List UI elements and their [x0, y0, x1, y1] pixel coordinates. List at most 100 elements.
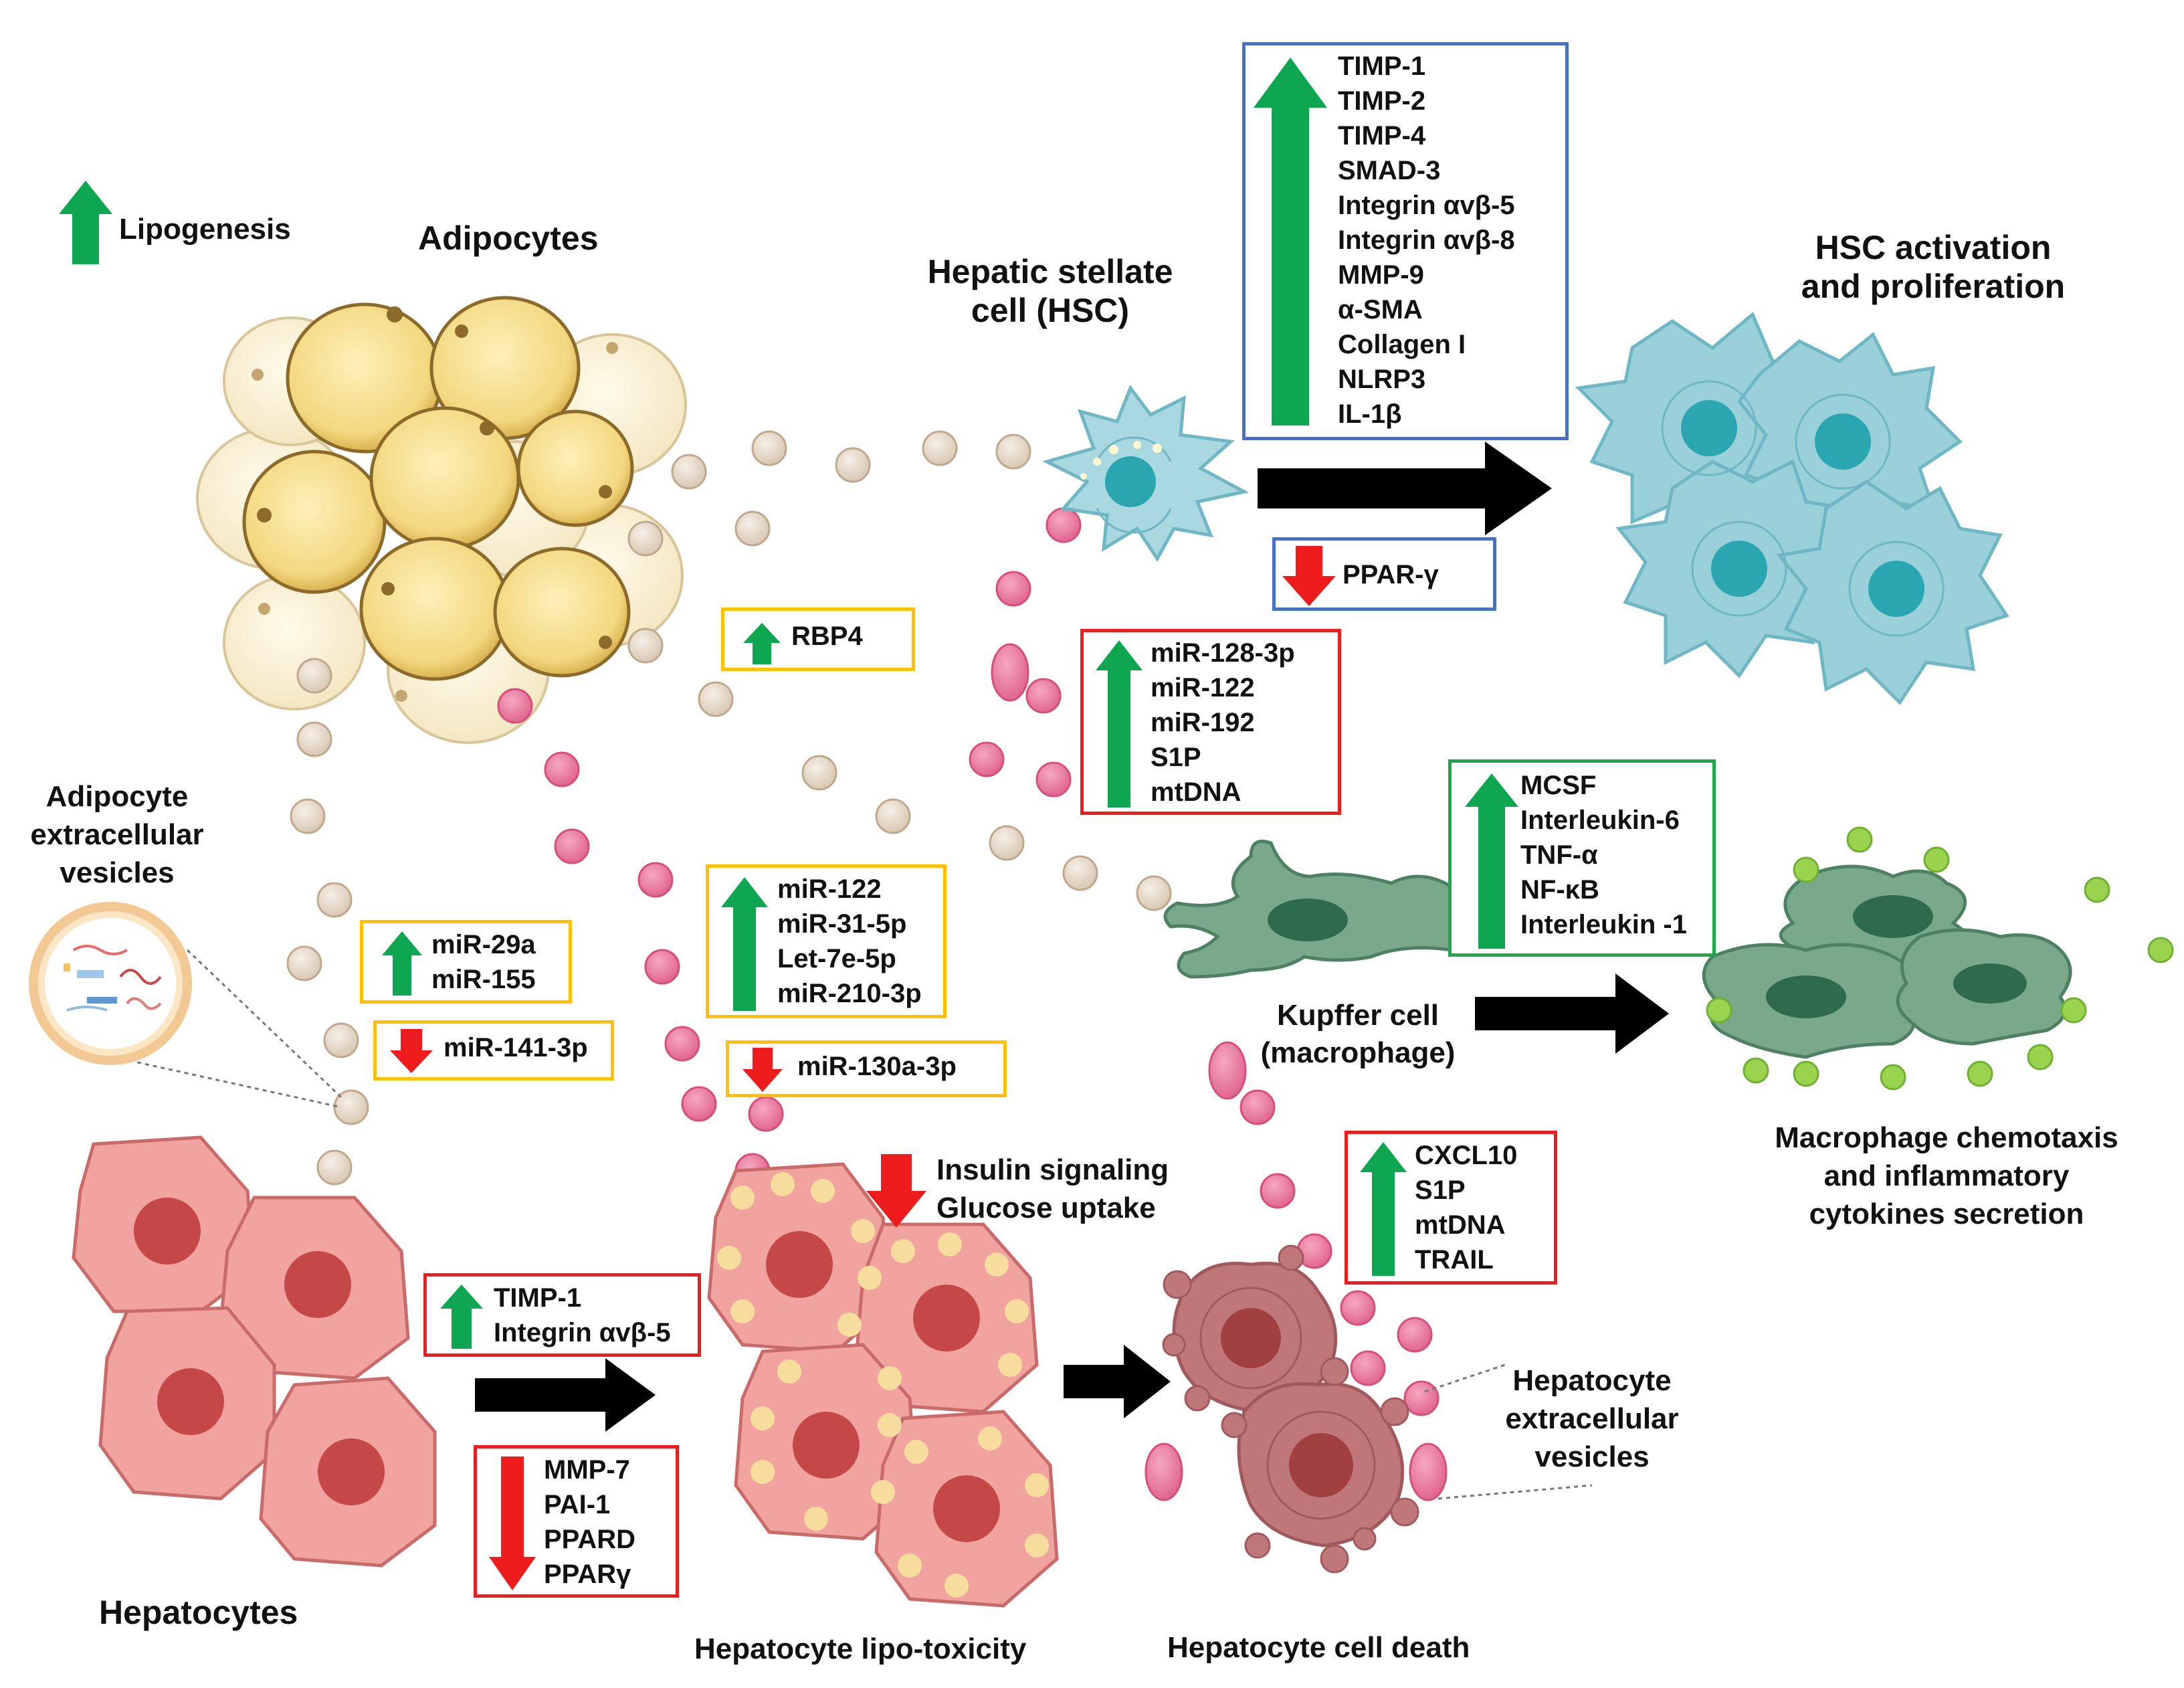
hsc-label-line1: Hepatic stellate [927, 253, 1173, 290]
lipotoxicity-label: Hepatocyte lipo-toxicity [694, 1632, 1027, 1665]
adipocyte-mir-up-item: miR-29a [431, 930, 536, 959]
hsc-up-item: Integrin αvβ-8 [1338, 225, 1515, 255]
kupffer-label: Kupffer cell (macrophage) [1237, 997, 1478, 1072]
hepatocyte-ev-line3: vesicles [1534, 1440, 1650, 1473]
macrophage-line2: and inflammatory [1823, 1159, 2070, 1192]
activated-hsc-er [1661, 380, 1945, 637]
hepatocyte-down-item: PPARγ [544, 1560, 631, 1589]
hepatocyte-up-item: TIMP-1 [494, 1283, 582, 1313]
hepatocyte-ev-item: mtDNA [1151, 777, 1242, 807]
hsc-up-arrow-icon [1254, 58, 1327, 426]
kupffer-upregulated-box: MCSF Interleukin-6 TNF-α NF-κB Interleuk… [1448, 759, 1716, 957]
adipocyte-mir-up-box: miR-29a miR-155 [360, 920, 572, 1004]
mirna-up-item: miR-210-3p [777, 979, 922, 1008]
hsc-up-item: α-SMA [1338, 295, 1423, 324]
kupffer-up-item: MCSF [1520, 771, 1597, 800]
adipocyte-ev-line2: extracellular [30, 818, 204, 851]
insulin-down-arrow-icon [866, 1154, 926, 1228]
insulin-label: Insulin signaling Glucose uptake [936, 1151, 1169, 1227]
hsc-activation-line1: HSC activation [1815, 229, 2052, 266]
rbp4-box: RBP4 [721, 607, 915, 671]
macrophage-line1: Macrophage chemotaxis [1775, 1121, 2118, 1154]
hepatocyte-ev-line1: Hepatocyte [1512, 1364, 1672, 1397]
lipotoxic-hepatocyte-nuclei [766, 1231, 1000, 1542]
cell-death-up-item: S1P [1415, 1176, 1466, 1205]
adipocyte-ev-line3: vesicles [60, 856, 175, 889]
hsc-up-item: MMP-9 [1338, 260, 1424, 290]
mirna-down-box: miR-130a-3p [726, 1040, 1007, 1097]
adipocytes-label: Adipocytes [418, 219, 599, 257]
hsc-activation-label: HSC activation and proliferation [1726, 229, 2141, 306]
adipocyte-mir-down-item: miR-141-3p [443, 1033, 588, 1062]
kupffer-line2: (macrophage) [1260, 1036, 1456, 1069]
hsc-label-line2: cell (HSC) [971, 291, 1130, 329]
hepatocyte-down-arrow-icon [489, 1457, 536, 1590]
apoptotic-bodies [1162, 1244, 1419, 1574]
insulin-line2: Glucose uptake [936, 1192, 1156, 1224]
insulin-line1: Insulin signaling [936, 1153, 1169, 1186]
cell-death-arrow-icon [1064, 1345, 1171, 1418]
adipocyte-ev-magnified [29, 902, 342, 1109]
hepatocyte-ev-item: miR-122 [1151, 673, 1255, 702]
hepatocyte-up-arrow-icon [440, 1285, 483, 1349]
hsc-label: Hepatic stellate cell (HSC) [896, 253, 1204, 330]
hepatocyte-up-item: Integrin αvβ-5 [494, 1318, 671, 1347]
hsc-up-item: SMAD-3 [1338, 156, 1441, 185]
hepatocyte-up-box: TIMP-1 Integrin αvβ-5 [423, 1273, 701, 1357]
hsc-downregulated-box: PPAR-γ [1272, 537, 1496, 611]
hsc-up-item: TIMP-2 [1338, 86, 1426, 116]
healthy-hepatocytes [72, 1135, 437, 1568]
mirna-up-item: miR-31-5p [777, 909, 907, 939]
macrophage-nuclei [1766, 895, 2027, 1018]
lipogenesis-up-arrow-icon [59, 181, 112, 264]
hsc-up-item: IL-1β [1338, 399, 1402, 429]
hsc-up-item: NLRP3 [1338, 365, 1426, 394]
kupffer-activation-arrow-icon [1475, 973, 1669, 1054]
hsc-upregulated-box: TIMP-1 TIMP-2 TIMP-4 SMAD-3 Integrin αvβ… [1242, 42, 1569, 440]
mirna-up-item: Let-7e-5p [777, 944, 896, 973]
macrophage-label: Macrophage chemotaxis and inflammatory c… [1739, 1119, 2154, 1233]
rbp4-item: RBP4 [791, 622, 863, 651]
mirna-up-arrow-icon [721, 877, 768, 1011]
lipotoxicity-arrow-icon [475, 1358, 656, 1432]
hepatocyte-ev-item: S1P [1151, 743, 1201, 772]
hepatocyte-down-item: MMP-7 [544, 1455, 630, 1485]
activated-hsc-nuclei [1681, 400, 1924, 617]
adipocyte-mir-down-arrow-icon [390, 1029, 433, 1073]
macrophage-line3: cytokines secretion [1809, 1198, 2084, 1230]
hepatocyte-ev-up-arrow-icon [1096, 640, 1143, 808]
kupffer-up-item: TNF-α [1520, 840, 1598, 870]
lipid-droplets [717, 1172, 1049, 1598]
adipocyte-ev-line1: Adipocyte [45, 780, 189, 813]
hepatocyte-down-box: MMP-7 PAI-1 PPARD PPARγ [474, 1445, 679, 1598]
mirna-down-item: miR-130a-3p [797, 1052, 957, 1081]
hepatocyte-ev-item: miR-128-3p [1151, 638, 1295, 668]
mirna-up-box: miR-122 miR-31-5p Let-7e-5p miR-210-3p [706, 864, 947, 1018]
kupffer-up-item: Interleukin-6 [1520, 806, 1680, 835]
kupffer-cell [1163, 840, 1466, 979]
hsc-up-item: Integrin αvβ-5 [1338, 191, 1515, 220]
hepatic-stellate-cell [1042, 384, 1250, 562]
hsc-down-arrow-icon [1282, 546, 1336, 606]
cell-death-up-item: mtDNA [1415, 1210, 1506, 1240]
kupffer-line1: Kupffer cell [1276, 999, 1440, 1032]
hsc-up-item: Collagen I [1338, 330, 1466, 359]
mirna-up-item: miR-122 [777, 874, 882, 904]
dying-hepatocytes [1172, 1261, 1405, 1548]
hepatocytes-label: Hepatocytes [99, 1594, 298, 1631]
cell-death-up-box: CXCL10 S1P mtDNA TRAIL [1345, 1131, 1557, 1285]
hepatocyte-vesicles [497, 507, 1448, 1501]
hsc-down-item: PPAR-γ [1343, 560, 1439, 589]
hsc-activation-arrow-icon [1258, 442, 1552, 535]
mirna-down-arrow-icon [742, 1048, 783, 1092]
activated-hsc-cluster [1575, 311, 2009, 705]
kupffer-up-arrow-icon [1465, 773, 1518, 949]
adipocyte-mir-up-item: miR-155 [431, 965, 536, 994]
rbp4-up-arrow-icon [743, 623, 781, 664]
hsc-up-item: TIMP-4 [1338, 121, 1426, 151]
hsc-activation-line2: and proliferation [1801, 267, 2066, 305]
lipogenesis-label: Lipogenesis [119, 213, 291, 246]
hepatocyte-ev-pointers [1424, 1364, 1593, 1500]
cell-death-label: Hepatocyte cell death [1167, 1631, 1470, 1664]
